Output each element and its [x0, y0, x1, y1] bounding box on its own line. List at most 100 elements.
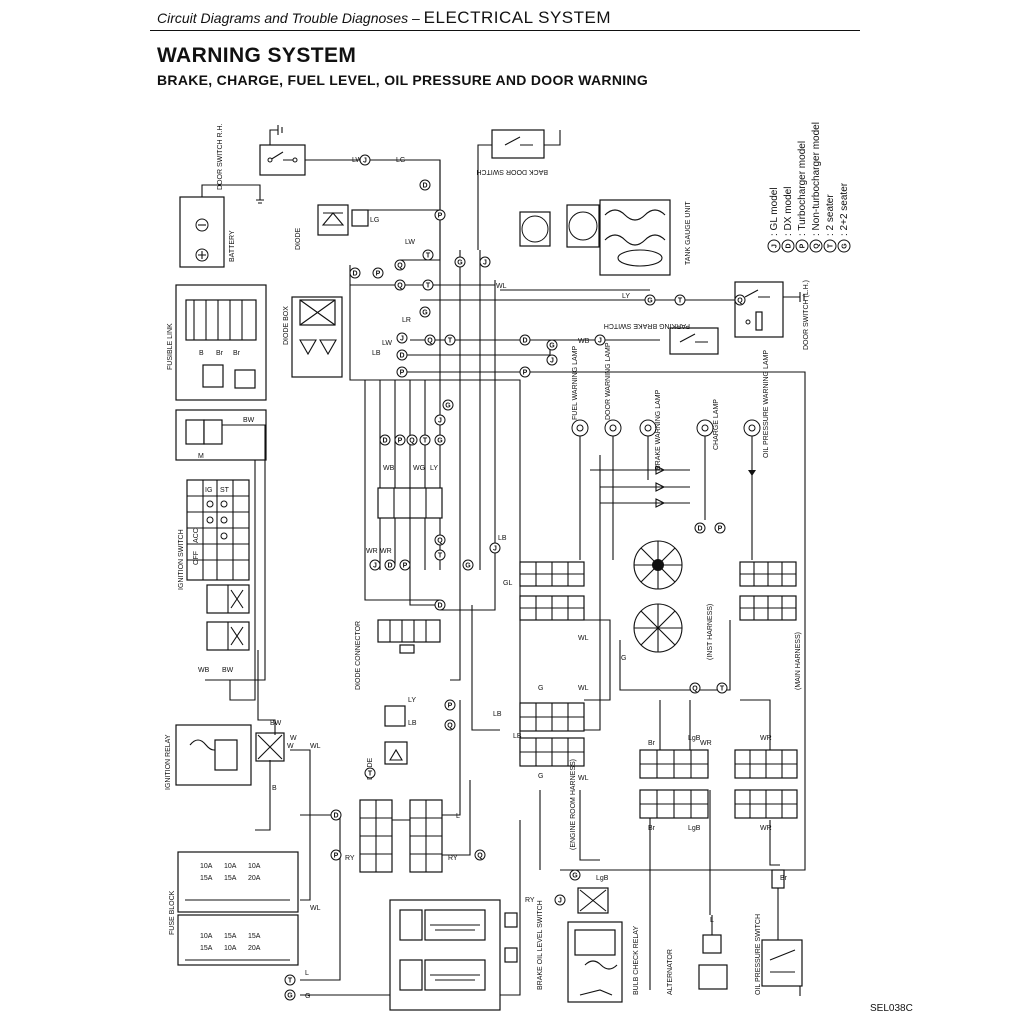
svg-text:WR: WR: [760, 825, 772, 832]
svg-text:WL: WL: [310, 905, 321, 912]
svg-text:G: G: [305, 993, 310, 1000]
svg-text:WL: WL: [578, 685, 589, 692]
legend-item-2-seater: T : 2 seater: [823, 194, 837, 253]
svg-text:Br: Br: [648, 825, 656, 832]
svg-text:Br: Br: [216, 350, 224, 357]
svg-text:10A: 10A: [248, 863, 261, 870]
option-marker-letter: J: [373, 562, 377, 569]
svg-text:WR: WR: [366, 548, 378, 555]
svg-text:DOOR SWITCH R.H.: DOOR SWITCH R.H.: [217, 123, 224, 190]
option-marker: [359, 154, 371, 166]
battery: BATTERY: [179, 184, 264, 268]
svg-text:B: B: [199, 350, 204, 357]
option-marker-letter: D: [387, 562, 392, 569]
section-header: Circuit Diagrams and Trouble Diagnoses –…: [157, 8, 611, 28]
svg-text:ST: ST: [220, 487, 230, 494]
option-marker-letter: T: [448, 337, 453, 344]
option-marker: [396, 349, 408, 361]
option-marker: [349, 267, 361, 279]
svg-text:FUSE BLOCK: FUSE BLOCK: [169, 890, 176, 935]
svg-text:WR: WR: [380, 548, 392, 555]
option-marker: [364, 767, 376, 779]
ignition-relay: IGNITION RELAY BWW: [165, 720, 294, 790]
svg-text:LR: LR: [402, 317, 411, 324]
option-marker-letter: P: [400, 369, 405, 376]
option-marker-letter: G: [549, 342, 555, 349]
option-marker-letter: Q: [477, 852, 483, 859]
svg-text:ALTERNATOR: ALTERNATOR: [667, 949, 674, 995]
door-switch-lh: DOOR SWITCH (L.H.): [734, 280, 810, 350]
door-warning-lamp: DOOR WARNING LAMP: [604, 342, 622, 437]
svg-text:LY: LY: [430, 465, 438, 472]
diode-top: LG DIODE: [295, 204, 379, 251]
option-marker-letter: T: [288, 977, 293, 984]
option-marker: [444, 334, 456, 346]
option-marker: [434, 549, 446, 561]
svg-text:15A: 15A: [224, 933, 237, 940]
svg-text:DIODE CONNECTOR: DIODE CONNECTOR: [355, 621, 362, 690]
diode-box: DIODE BOX: [283, 296, 343, 378]
section-dash: –: [408, 10, 424, 26]
drawing-code: SEL038C: [870, 1003, 913, 1014]
option-marker: [406, 434, 418, 446]
svg-text:: Turbocharger model: : Turbocharger model: [797, 141, 808, 236]
section-category: Circuit Diagrams and Trouble Diagnoses: [157, 10, 409, 26]
svg-text:DIODE: DIODE: [295, 228, 302, 251]
svg-text:G: G: [842, 243, 849, 249]
option-marker-letter: P: [448, 702, 453, 709]
option-marker: [330, 809, 342, 821]
option-marker: [284, 989, 296, 1001]
svg-text:IGNITION SWITCH: IGNITION SWITCH: [178, 529, 185, 590]
option-marker-letter: G: [457, 259, 463, 266]
svg-text:WR: WR: [700, 740, 712, 747]
option-marker: [444, 699, 456, 711]
option-marker-letter: P: [376, 270, 381, 277]
svg-text:10A: 10A: [200, 933, 213, 940]
option-marker-letter: D: [437, 602, 442, 609]
svg-text:L: L: [305, 970, 309, 977]
svg-text:BATTERY: BATTERY: [229, 230, 236, 262]
option-marker: [434, 414, 446, 426]
option-marker-letter: G: [422, 309, 428, 316]
svg-text:DOOR SWITCH (L.H.): DOOR SWITCH (L.H.): [803, 280, 810, 350]
svg-text:LY: LY: [622, 293, 630, 300]
option-marker-letter: T: [678, 297, 683, 304]
option-marker: [399, 559, 411, 571]
bulb-check-relay: BULB CHECK RELAY: [567, 887, 640, 1003]
option-marker: [434, 434, 446, 446]
svg-text:LW: LW: [352, 157, 362, 164]
option-marker-letter: D: [522, 337, 527, 344]
svg-text:: 2 seater: : 2 seater: [825, 194, 836, 236]
svg-text:WB: WB: [383, 465, 395, 472]
option-marker-letter: P: [523, 369, 528, 376]
legend-item-gl: J : GL model: [767, 187, 781, 253]
option-marker: [394, 434, 406, 446]
svg-text:DIODE BOX: DIODE BOX: [283, 306, 290, 345]
option-marker: [419, 306, 431, 318]
option-marker: [489, 542, 501, 554]
option-marker-letter: D: [352, 270, 357, 277]
option-marker-letter: G: [437, 437, 443, 444]
meter-connectors: [359, 455, 798, 873]
option-marker: [554, 894, 566, 906]
svg-text:FUSIBLE LINK: FUSIBLE LINK: [167, 323, 174, 370]
svg-text:Q: Q: [814, 243, 821, 249]
svg-text:PARKING BRAKE SWITCH: PARKING BRAKE SWITCH: [604, 322, 690, 329]
option-marker: [546, 354, 558, 366]
option-marker: [479, 256, 491, 268]
svg-text:WL: WL: [496, 283, 507, 290]
svg-text:G: G: [538, 773, 543, 780]
svg-text:B: B: [272, 785, 277, 792]
option-marker-letter: T: [426, 282, 431, 289]
option-marker-letter: P: [403, 562, 408, 569]
svg-text:GL: GL: [503, 580, 512, 587]
option-marker: [284, 974, 296, 986]
option-marker-letter: J: [483, 259, 487, 266]
svg-text:OIL PRESSURE WARNING LAMP: OIL PRESSURE WARNING LAMP: [763, 350, 770, 458]
option-marker: [422, 279, 434, 291]
svg-text:LG: LG: [370, 217, 379, 224]
svg-text:BRAKE OIL LEVEL SWITCH: BRAKE OIL LEVEL SWITCH: [537, 900, 544, 990]
